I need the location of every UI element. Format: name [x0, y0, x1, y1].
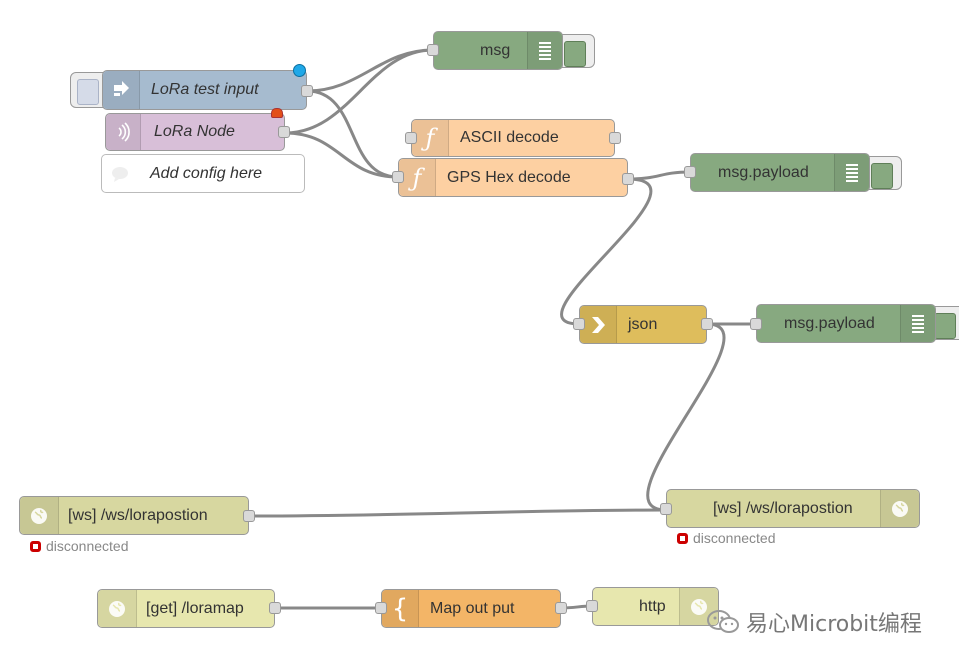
node-comment[interactable]: Add config here — [101, 154, 305, 193]
node-debug-msg[interactable]: msg — [433, 31, 563, 70]
input-port[interactable] — [684, 166, 696, 178]
wire-wsin-to-wsout — [247, 508, 668, 518]
node-label: GPS Hex decode — [447, 168, 571, 186]
wechat-icon — [707, 610, 739, 633]
radio-wave-icon — [106, 114, 141, 150]
node-label: Map out put — [430, 599, 515, 617]
output-port[interactable] — [301, 85, 313, 97]
wire-inject-to-msg — [305, 48, 435, 93]
status-text: disconnected — [693, 530, 776, 546]
function-icon: ƒ — [399, 159, 436, 196]
node-websocket-out[interactable]: [ws] /ws/lorapostion — [666, 489, 920, 528]
function-icon: ƒ — [412, 120, 449, 156]
template-brace-icon: { — [382, 590, 419, 627]
globe-icon — [679, 588, 718, 625]
debug-list-icon — [834, 154, 869, 191]
error-badge — [271, 108, 283, 118]
watermark-text: 易心Microbit编程 — [746, 612, 922, 637]
node-label: [ws] /ws/lorapostion — [68, 506, 208, 524]
node-lora-test-input[interactable]: LoRa test input — [102, 70, 307, 110]
node-template-map-out-put[interactable]: { Map out put — [381, 589, 561, 628]
output-port[interactable] — [555, 602, 567, 614]
output-port[interactable] — [278, 126, 290, 138]
input-port[interactable] — [586, 600, 598, 612]
node-label: msg.payload — [784, 314, 875, 332]
globe-icon — [98, 590, 137, 627]
node-label: http — [639, 597, 666, 615]
node-label: LoRa test input — [151, 81, 259, 98]
node-label: [ws] /ws/lorapostion — [713, 499, 853, 517]
input-port[interactable] — [405, 132, 417, 144]
input-port[interactable] — [573, 318, 585, 330]
node-label: LoRa Node — [154, 123, 235, 140]
node-websocket-in[interactable]: [ws] /ws/lorapostion — [19, 496, 249, 535]
comment-icon — [102, 155, 138, 192]
debug-list-icon — [527, 32, 562, 69]
wire-loranode-to-gps — [283, 131, 400, 179]
watermark: 易心Microbit编程 — [706, 606, 922, 638]
node-http-response[interactable]: http — [592, 587, 719, 626]
inject-arrow-icon — [103, 71, 140, 109]
output-port[interactable] — [609, 132, 621, 144]
output-port[interactable] — [622, 173, 634, 185]
node-status: disconnected — [30, 538, 129, 554]
status-indicator-icon — [677, 532, 688, 544]
node-lora-node[interactable]: LoRa Node — [105, 113, 285, 151]
changed-badge — [293, 64, 306, 77]
wire-json-to-wsout — [646, 322, 726, 512]
input-port[interactable] — [660, 503, 672, 515]
input-port[interactable] — [750, 318, 762, 330]
node-ascii-decode[interactable]: ƒ ASCII decode — [411, 119, 615, 157]
json-arrow-icon — [580, 306, 617, 343]
globe-icon — [880, 490, 919, 527]
node-label: json — [628, 315, 658, 333]
globe-icon — [20, 497, 59, 534]
node-label: msg — [480, 41, 511, 59]
node-http-in[interactable]: [get] /loramap — [97, 589, 275, 628]
node-status: disconnected — [677, 530, 776, 546]
status-text: disconnected — [46, 538, 129, 554]
status-indicator-icon — [30, 540, 41, 552]
input-port[interactable] — [392, 171, 404, 183]
input-port[interactable] — [427, 44, 439, 56]
node-gps-hex-decode[interactable]: ƒ GPS Hex decode — [398, 158, 628, 197]
node-debug-payload-1[interactable]: msg.payload — [690, 153, 870, 192]
wire-gps-to-payload1 — [626, 170, 692, 181]
output-port[interactable] — [243, 510, 255, 522]
node-label: Add config here — [150, 164, 263, 182]
node-label: [get] /loramap — [146, 599, 244, 617]
wire-gps-to-json — [560, 177, 653, 326]
input-port[interactable] — [375, 602, 387, 614]
wire-inject-to-gps — [305, 89, 400, 179]
output-port[interactable] — [701, 318, 713, 330]
output-port[interactable] — [269, 602, 281, 614]
wire-loranode-to-msg — [283, 48, 435, 135]
debug-list-icon — [900, 305, 935, 342]
node-label: ASCII decode — [460, 129, 559, 146]
debug-toggle-button[interactable] — [550, 34, 595, 68]
node-label: msg.payload — [718, 163, 809, 181]
node-debug-payload-2[interactable]: msg.payload — [756, 304, 936, 343]
node-json[interactable]: json — [579, 305, 707, 344]
